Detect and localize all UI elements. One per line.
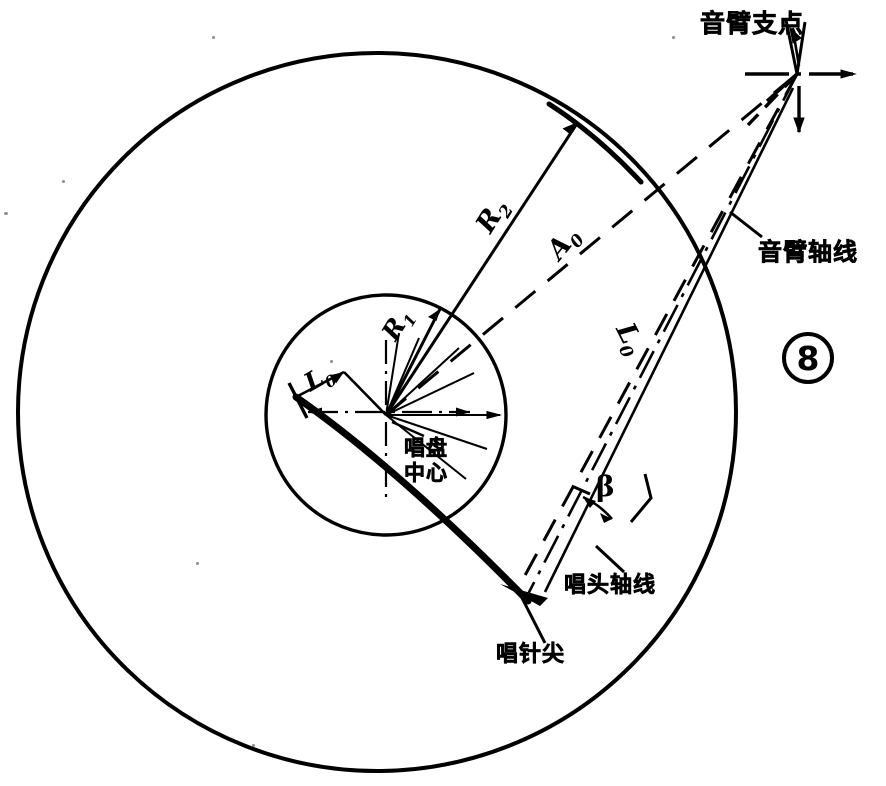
stylus-sweep-arc xyxy=(292,393,532,605)
l0-dimension-arrowhead xyxy=(331,372,344,384)
turntable-center-label-line1: 唱盘 xyxy=(404,436,448,461)
outer-groove-circle xyxy=(16,51,738,773)
effective-length-a0-line xyxy=(385,72,798,417)
scan-speck xyxy=(212,36,215,39)
radius-r2-arrowhead xyxy=(562,122,578,135)
scan-speck xyxy=(62,180,65,183)
beta-angle-arrowhead-end xyxy=(600,513,612,523)
scan-speck xyxy=(672,36,675,39)
headshell-axis-label: 唱头轴线 xyxy=(564,573,657,599)
scan-speck xyxy=(4,212,8,215)
scan-speck xyxy=(196,562,199,565)
turntable-center-label-line2: 中心 xyxy=(404,461,448,486)
scan-speck xyxy=(252,744,255,747)
turntable-center-leader xyxy=(391,420,425,438)
radius-r1-line xyxy=(384,308,442,416)
scan-speck xyxy=(330,360,333,363)
figure-number-text: 8 xyxy=(796,338,820,378)
tonearm-axis-leader xyxy=(729,210,763,239)
stylus-tip-marker xyxy=(500,584,548,606)
tonearm-pivot-label: 音臂支点 xyxy=(700,9,805,39)
stylus-tip-leader xyxy=(519,595,547,644)
inner-groove-circle xyxy=(264,293,508,537)
stylus-tip-label: 唱针尖 xyxy=(496,642,566,668)
pivot-radial-fan xyxy=(745,19,857,134)
pivot-caption-leader xyxy=(793,41,801,67)
tonearm-axis-line xyxy=(514,73,799,593)
beta-extension-tick xyxy=(573,485,591,496)
dimension-beta-base: β xyxy=(596,470,615,503)
radius-r2-line xyxy=(384,121,580,416)
radius-r1-arrowhead xyxy=(428,309,440,321)
dimension-label-beta: β xyxy=(596,470,615,503)
pivot-to-spindle-l0-line xyxy=(523,73,799,601)
tonearm-axis-label: 音臂轴线 xyxy=(758,238,858,267)
outer-groove-tangent-arc xyxy=(546,101,644,185)
l0-dimension-leader-b xyxy=(343,371,387,416)
headshell-elbow-mark xyxy=(629,473,653,523)
figure-number-badge: 8 xyxy=(782,332,834,384)
beta-angle-arrowhead-start xyxy=(583,497,596,508)
headshell-axis-leader xyxy=(594,544,626,574)
headshell-axis-line xyxy=(543,87,795,593)
l0-dimension-tick xyxy=(287,382,309,419)
spindle-radial-fan xyxy=(385,332,502,480)
